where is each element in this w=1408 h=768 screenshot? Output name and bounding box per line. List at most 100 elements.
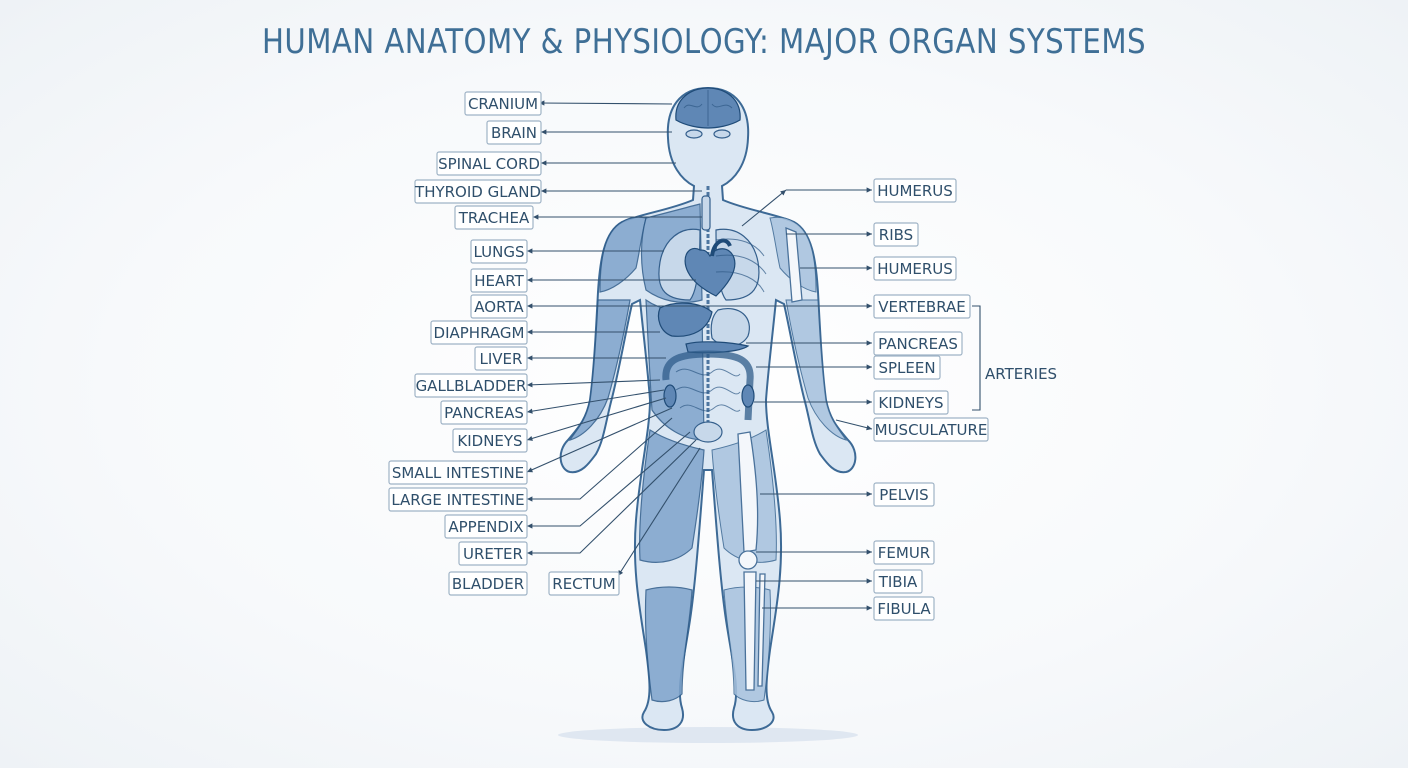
leader-spleen-arrowhead xyxy=(866,364,872,370)
leader-kidneys-arrowhead xyxy=(527,435,533,441)
label-heart: HEART xyxy=(470,268,528,293)
label-brain-text: BRAIN xyxy=(491,124,537,142)
right-eye-socket xyxy=(713,129,731,139)
leader-humerus-2-arrowhead xyxy=(866,265,872,271)
leader-aorta-arrowhead xyxy=(527,303,533,309)
leader-appendix-arrowhead xyxy=(527,523,533,529)
label-spleen-text: SPLEEN xyxy=(878,359,935,377)
left-labels: CRANIUM BRAIN SPINAL CORD THYROID GLAND … xyxy=(388,91,620,596)
leader-musculature-arrowhead xyxy=(866,425,872,431)
label-femur-text: FEMUR xyxy=(878,544,930,562)
label-ureter: URETER xyxy=(458,541,528,566)
leader-large-intestine xyxy=(527,417,673,500)
diagram-title: HUMAN ANATOMY & PHYSIOLOGY: MAJOR ORGAN … xyxy=(262,22,1146,62)
label-kidneys: KIDNEYS xyxy=(452,428,528,453)
group-label-arteries: ARTERIES xyxy=(985,365,1057,383)
right-kidney-organ xyxy=(741,384,755,408)
label-bladder: BLADDER xyxy=(448,571,528,596)
label-small-intestine-text: SMALL INTESTINE xyxy=(392,464,524,482)
label-femur: FEMUR xyxy=(873,540,935,565)
label-kidneys-right-text: KIDNEYS xyxy=(878,394,943,412)
label-spleen: SPLEEN xyxy=(873,355,941,380)
leader-diaphragm-arrowhead xyxy=(527,329,533,335)
left-thigh-muscle xyxy=(639,429,705,563)
leader-small-intestine xyxy=(526,407,673,473)
label-lungs: LUNGS xyxy=(470,239,528,264)
label-aorta-text: AORTA xyxy=(474,298,524,316)
label-pelvis-text: PELVIS xyxy=(879,486,928,504)
leader-musculature xyxy=(835,419,873,430)
label-musculature-text: MUSCULATURE xyxy=(875,421,988,439)
label-fibula: FIBULA xyxy=(873,596,935,621)
label-pancreas-right: PANCREAS xyxy=(873,331,963,356)
label-pancreas-text: PANCREAS xyxy=(444,404,524,422)
leader-humerus-1-arrowhead xyxy=(866,187,872,193)
label-bladder-text: BLADDER xyxy=(452,575,524,593)
label-musculature: MUSCULATURE xyxy=(873,417,989,442)
leader-gallbladder-arrowhead xyxy=(527,382,533,388)
label-vertebrae-text: VERTEBRAE xyxy=(878,298,966,316)
small-intestine-organ xyxy=(675,368,741,412)
leader-humerus-1a-arrowhead xyxy=(780,190,786,196)
leader-ribs-arrowhead xyxy=(866,231,872,237)
label-pelvis: PELVIS xyxy=(873,482,935,507)
label-spinal-cord-text: SPINAL CORD xyxy=(438,155,540,173)
leader-femur-arrowhead xyxy=(866,549,872,555)
leader-kidneys xyxy=(526,397,667,441)
label-diaphragm: DIAPHRAGM xyxy=(430,320,528,345)
left-eye-socket xyxy=(685,129,703,139)
leader-pancreas-arrowhead xyxy=(527,408,533,414)
knee-bone xyxy=(738,550,758,570)
humerus-bone xyxy=(785,227,803,303)
label-tibia: TIBIA xyxy=(873,569,923,594)
label-aorta: AORTA xyxy=(470,294,528,319)
label-pancreas-right-text: PANCREAS xyxy=(878,335,958,353)
label-humerus-2: HUMERUS xyxy=(873,256,957,281)
leader-cranium-arrowhead xyxy=(539,100,545,106)
label-ribs: RIBS xyxy=(873,222,919,247)
label-gallbladder: GALLBLADDER xyxy=(414,373,528,398)
brain-folds xyxy=(683,90,733,126)
human-figure xyxy=(559,86,857,732)
label-liver: LIVER xyxy=(474,346,528,371)
leader-tibia-arrowhead xyxy=(866,578,872,584)
leader-cranium xyxy=(538,102,673,105)
liver-organ xyxy=(657,302,713,337)
label-lungs-text: LUNGS xyxy=(474,243,525,261)
bladder-organ xyxy=(693,421,723,443)
label-tibia-text: TIBIA xyxy=(878,573,918,591)
aorta-vessel xyxy=(710,238,732,257)
label-kidneys-right: KIDNEYS xyxy=(873,390,949,415)
left-forearm-muscle xyxy=(568,299,631,442)
label-spinal-cord: SPINAL CORD xyxy=(436,151,542,176)
leader-thyroid-gland-arrowhead xyxy=(541,188,547,194)
label-thyroid-gland-text: THYROID GLAND xyxy=(414,183,541,201)
trachea-organ xyxy=(701,195,711,231)
label-gallbladder-text: GALLBLADDER xyxy=(416,377,527,395)
leader-kidneys-right-arrowhead xyxy=(866,399,872,405)
leader-ureter-arrowhead xyxy=(527,550,533,556)
label-appendix: APPENDIX xyxy=(444,514,528,539)
label-heart-text: HEART xyxy=(474,272,524,290)
label-kidneys-text: KIDNEYS xyxy=(457,432,522,450)
leader-trachea-arrowhead xyxy=(533,214,539,220)
leader-rectum xyxy=(617,447,701,577)
ground-shadow xyxy=(558,727,858,743)
label-humerus-1-text: HUMERUS xyxy=(877,182,953,200)
leader-vertebrae-arrowhead xyxy=(866,303,872,309)
label-rectum: RECTUM xyxy=(548,571,620,596)
label-ureter-text: URETER xyxy=(463,545,523,563)
leader-large-intestine-arrowhead xyxy=(527,496,533,502)
label-ribs-text: RIBS xyxy=(879,226,913,244)
leader-ureter xyxy=(527,439,697,554)
leader-small-intestine-arrowhead xyxy=(527,467,533,473)
leader-pancreas-right-arrowhead xyxy=(866,340,872,346)
label-humerus-1: HUMERUS xyxy=(873,178,957,203)
label-trachea-text: TRACHEA xyxy=(458,209,530,227)
leader-pancreas xyxy=(526,389,665,413)
leader-fibula-arrowhead xyxy=(866,605,872,611)
right-leaders xyxy=(712,187,981,611)
label-cranium: CRANIUM xyxy=(464,91,542,116)
